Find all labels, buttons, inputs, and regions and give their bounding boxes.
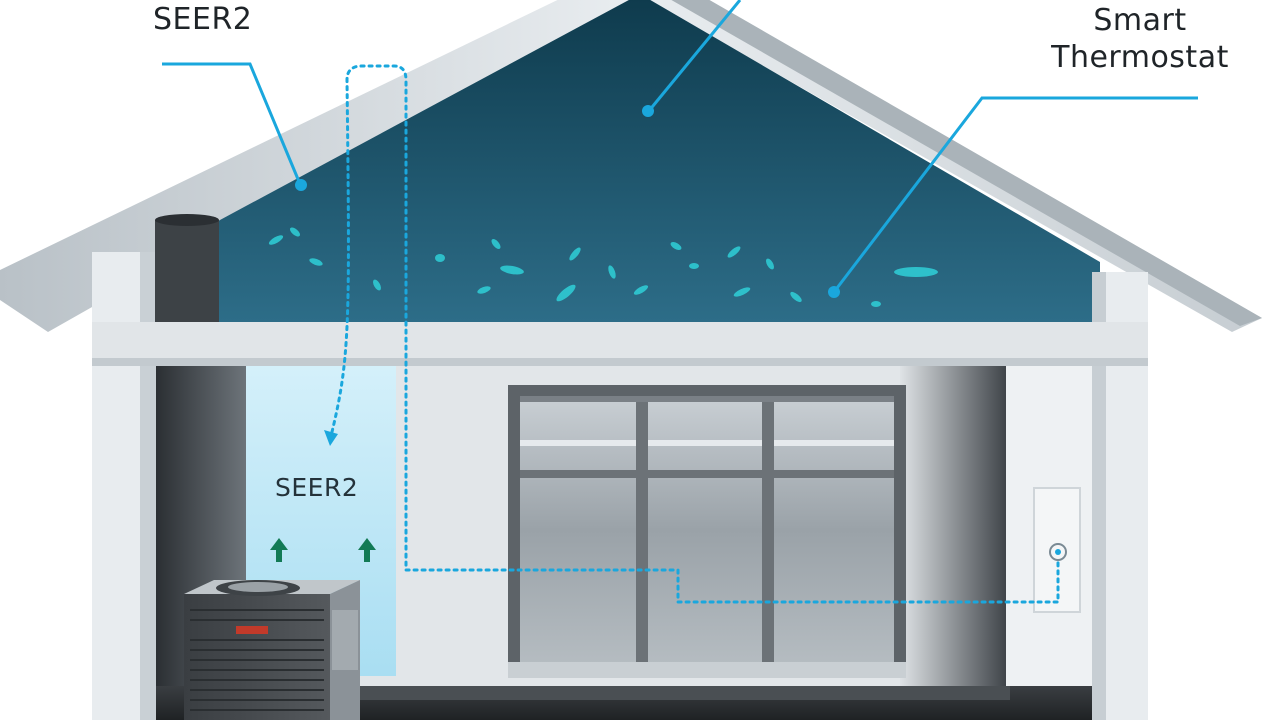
callout-attic [646, 0, 742, 113]
thermostat-label-line2: Thermostat [1051, 40, 1229, 75]
thermostat-label-line1: Smart [1093, 3, 1187, 38]
chimney [155, 220, 219, 324]
brand-badge-icon [236, 626, 268, 634]
thermostat-icon [1049, 543, 1067, 561]
arrow-up-icon [358, 538, 376, 562]
smart-thermostat-callout-label: Smart Thermostat [1028, 2, 1252, 76]
attic [155, 0, 1100, 322]
seer2-callout-label: SEER2 [153, 2, 253, 37]
seer2-duct-label: SEER2 [275, 473, 359, 502]
air-particles [268, 227, 938, 307]
duct-path-arrowhead [324, 430, 338, 446]
callout-seer2 [162, 62, 302, 185]
roof [0, 0, 1262, 332]
room-right-dark [900, 366, 1010, 686]
ac-condenser-unit [184, 580, 360, 720]
duct-dotted-path [328, 64, 1060, 604]
ceiling-beam [92, 322, 1148, 362]
callout-thermostat [832, 96, 1198, 293]
arrow-up-icon [270, 538, 288, 562]
